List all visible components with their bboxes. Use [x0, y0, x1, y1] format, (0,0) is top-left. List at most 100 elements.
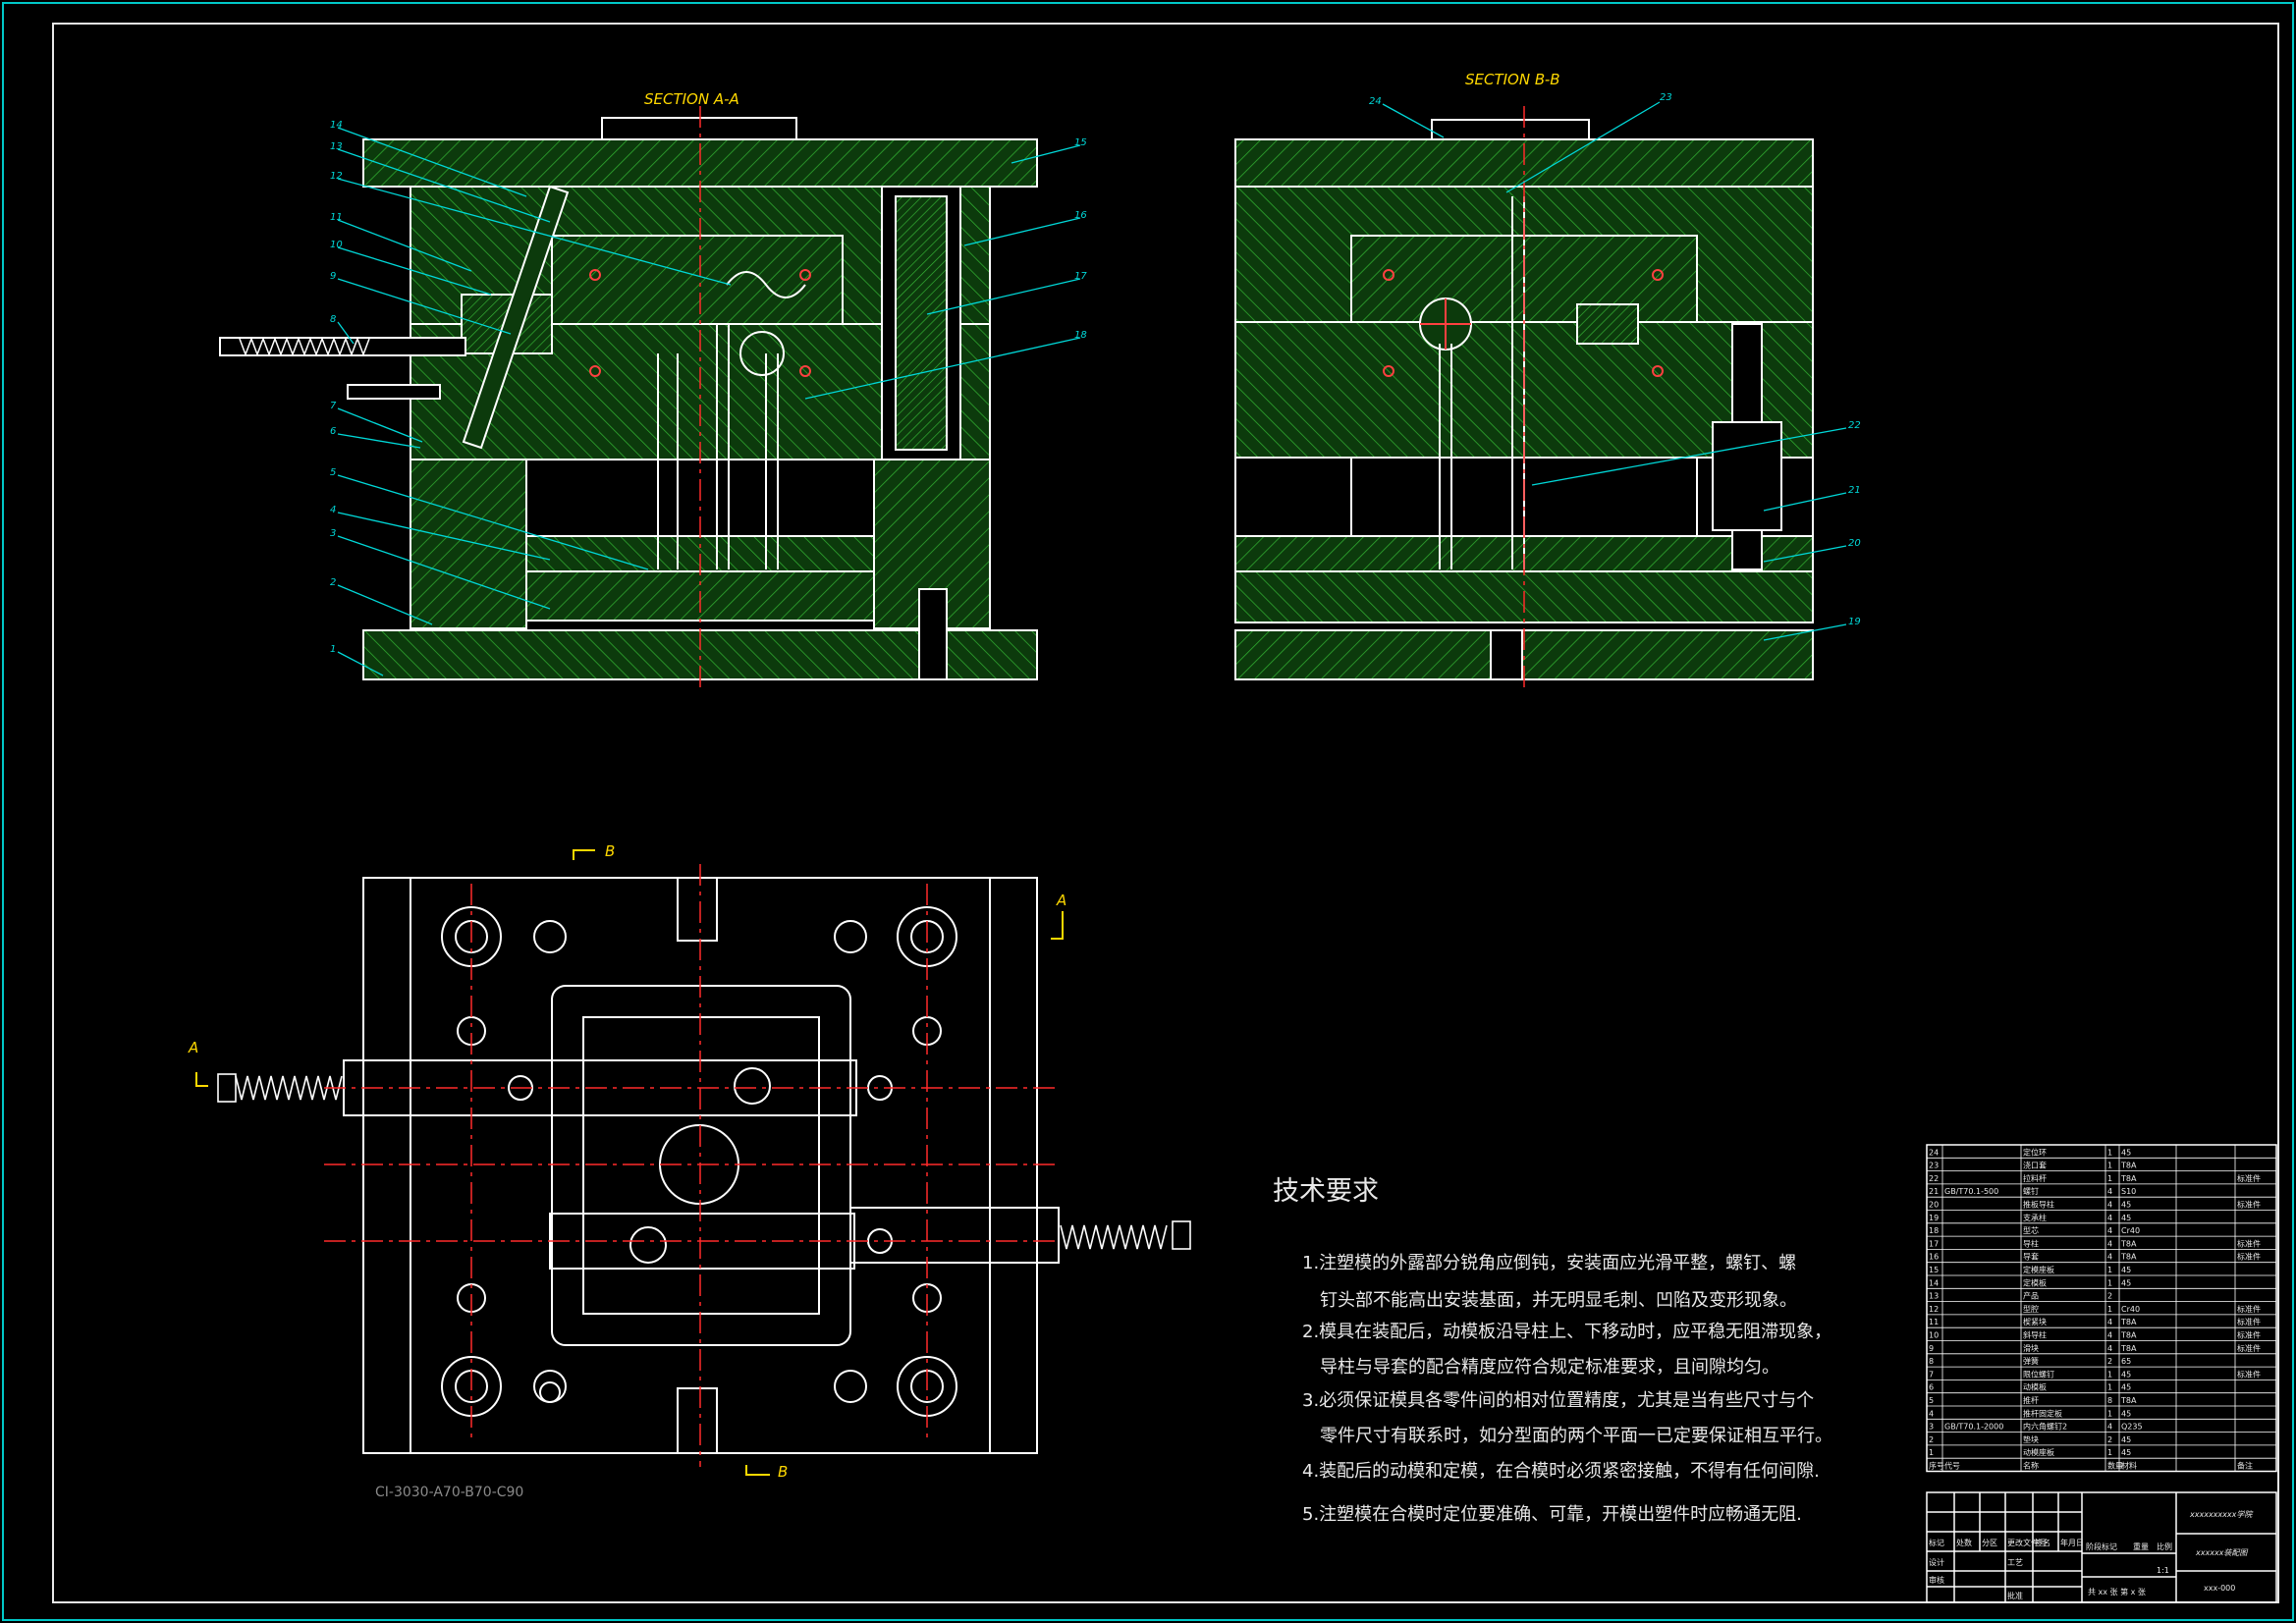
spec-code: CI-3030-A70-B70-C90	[375, 1485, 523, 1500]
bom-cell-mat: 45	[2121, 1409, 2131, 1418]
bom-cell-no: 12	[1929, 1305, 1939, 1314]
plan-view-holes	[441, 906, 957, 1417]
tech-line-4: 导柱与导套的配合精度应符合规定标准要求，且间隙均匀。	[1320, 1357, 1779, 1378]
bom-cell-name: 定位环	[2023, 1147, 2047, 1157]
inner-frame	[52, 23, 2279, 1603]
callout-8: 8	[330, 314, 336, 325]
section-a-a-spring	[239, 336, 370, 357]
plan-view-cut-labels: A A B B	[188, 842, 1066, 1481]
bom-cell-mat: 45	[2121, 1201, 2131, 1210]
bom-cell-no: 11	[1929, 1318, 1939, 1326]
section-a-a-leaders	[337, 127, 1081, 676]
bom-cell-no: 13	[1929, 1292, 1939, 1301]
bom-cell-name: 斜导柱	[2023, 1330, 2047, 1340]
cut-a-left-label: A	[188, 1039, 198, 1056]
bom-cell-qty: 2	[2107, 1292, 2112, 1301]
bom-cell-mat: T8A	[2120, 1318, 2137, 1326]
bom-cell-mat: 45	[2121, 1448, 2131, 1457]
title-row-label-0: 标记	[1929, 1538, 1944, 1547]
plan-view-centerlines	[324, 864, 1061, 1467]
callout-9: 9	[330, 271, 336, 282]
title-approve: 批准	[2007, 1591, 2023, 1600]
tech-line-7: 4.装配后的动模和定模，在合模时必须紧密接触，不得有任何间隙.	[1302, 1461, 1820, 1482]
bom-cell-no: 1	[1929, 1448, 1934, 1457]
bom-header-code: 代号	[1944, 1461, 1960, 1471]
callout-22: 22	[1848, 420, 1861, 431]
callout-4: 4	[330, 505, 336, 515]
bom-cell-name: 推杆	[2023, 1395, 2039, 1405]
bom-cell-no: 18	[1929, 1226, 1939, 1235]
callout-3: 3	[330, 528, 336, 539]
bom-cell-no: 16	[1929, 1253, 1939, 1262]
bom-header-qty: 数量	[2107, 1461, 2123, 1471]
bom-cell-no: 8	[1929, 1357, 1934, 1366]
bom-header-name: 名称	[2023, 1461, 2039, 1471]
bom-cell-mat: 65	[2121, 1357, 2131, 1366]
title-row-label-3: 更改文件号	[2007, 1538, 2047, 1547]
bom-cell-no: 21	[1929, 1187, 1939, 1196]
bom-cell-qty: 4	[2107, 1201, 2112, 1210]
bom-cell-no: 14	[1929, 1278, 1939, 1287]
bom-cell-no: 20	[1929, 1201, 1939, 1210]
callout-13: 13	[330, 141, 343, 152]
section-a-a-holes	[589, 269, 811, 377]
bom-cell-name: 限位螺钉	[2023, 1369, 2054, 1379]
callout-10: 10	[330, 240, 343, 250]
bom-cell-mat: T8A	[2120, 1239, 2137, 1248]
tech-line-8: 5.注塑模在合模时定位要准确、可靠，开模出塑件时应畅通无阻.	[1302, 1504, 1802, 1525]
tech-requirements-lines: 1.注塑模的外露部分锐角应倒钝，安装面应光滑平整，螺钉、螺 钉头部不能高出安装基…	[1302, 1253, 1832, 1525]
title-row-label-4: 签名	[2035, 1538, 2050, 1547]
bom-cell-no: 6	[1929, 1383, 1934, 1392]
bom-cell-mat: 45	[2121, 1383, 2131, 1392]
bom-cell-mat: Cr40	[2121, 1226, 2140, 1235]
bom-cell-qty: 8	[2107, 1396, 2112, 1405]
bom-cell-qty: 2	[2107, 1435, 2112, 1444]
callout-20: 20	[1848, 538, 1861, 549]
bom-cell-name: 动模座板	[2023, 1447, 2054, 1457]
bom-cell-mat: 45	[2121, 1266, 2131, 1274]
bom-cell-qty: 4	[2107, 1423, 2112, 1432]
bom-cell-name: 拉料杆	[2023, 1173, 2047, 1183]
bom-cell-qty: 4	[2107, 1214, 2112, 1222]
bom-cell-note: 标准件	[2237, 1304, 2261, 1314]
bom-cell-qty: 4	[2107, 1239, 2112, 1248]
callout-21: 21	[1848, 485, 1861, 496]
plan-view-cut-arrows	[195, 849, 1064, 1476]
bom-cell-mat: 45	[2121, 1370, 2131, 1379]
bom-cell-qty: 4	[2107, 1253, 2112, 1262]
bom-cell-qty: 1	[2107, 1370, 2112, 1379]
bom-cell-name: 定模座板	[2023, 1265, 2054, 1274]
bom-cell-name: 推杆固定板	[2023, 1408, 2062, 1418]
bom-header-note: 备注	[2237, 1461, 2253, 1471]
title-process: 工艺	[2007, 1558, 2023, 1567]
callout-14: 14	[330, 120, 343, 131]
tech-line-5: 3.必须保证模具各零件间的相对位置精度，尤其是当有些尺寸与个	[1302, 1390, 1814, 1411]
bom-cell-mat: 45	[2121, 1435, 2131, 1444]
bom-cell-name: 导柱	[2023, 1238, 2039, 1248]
section-a-a-callout-labels: 14 13 12 11 10 9 8 7 6 5 4 3 2 1 15 16 1…	[330, 120, 1087, 655]
bom-cell-mat: T8A	[2120, 1174, 2137, 1183]
bom-cell-qty: 1	[2107, 1305, 2112, 1314]
callout-17: 17	[1074, 271, 1087, 282]
section-b-b-holes	[1383, 269, 1664, 377]
bom-cell-note: 标准件	[2237, 1252, 2261, 1262]
bom-cell-qty: 4	[2107, 1318, 2112, 1326]
tech-line-6: 零件尺寸有联系时，如分型面的两个平面一已定要保证相互平行。	[1320, 1426, 1832, 1446]
bom-cell-no: 23	[1929, 1162, 1939, 1170]
bom-cell-mat: T8A	[2120, 1344, 2137, 1353]
cut-b-bottom-label: B	[778, 1463, 788, 1481]
plan-view	[343, 877, 1060, 1454]
bom-cell-note: 标准件	[2237, 1369, 2261, 1379]
bom-cell-name: 导套	[2023, 1252, 2039, 1262]
bom-cell-name: 内六角螺钉2	[2023, 1422, 2067, 1432]
bom-cell-qty: 1	[2107, 1383, 2112, 1392]
bom-cell-mat: 45	[2121, 1278, 2131, 1287]
title-weight: 重量	[2133, 1542, 2149, 1551]
title-school: xxxxxxxxxx学院	[2189, 1510, 2254, 1519]
bom-cell-qty: 4	[2107, 1226, 2112, 1235]
bom-cell-note: 标准件	[2237, 1330, 2261, 1340]
callout-18: 18	[1074, 330, 1087, 341]
bom-cell-mat: 45	[2121, 1214, 2131, 1222]
